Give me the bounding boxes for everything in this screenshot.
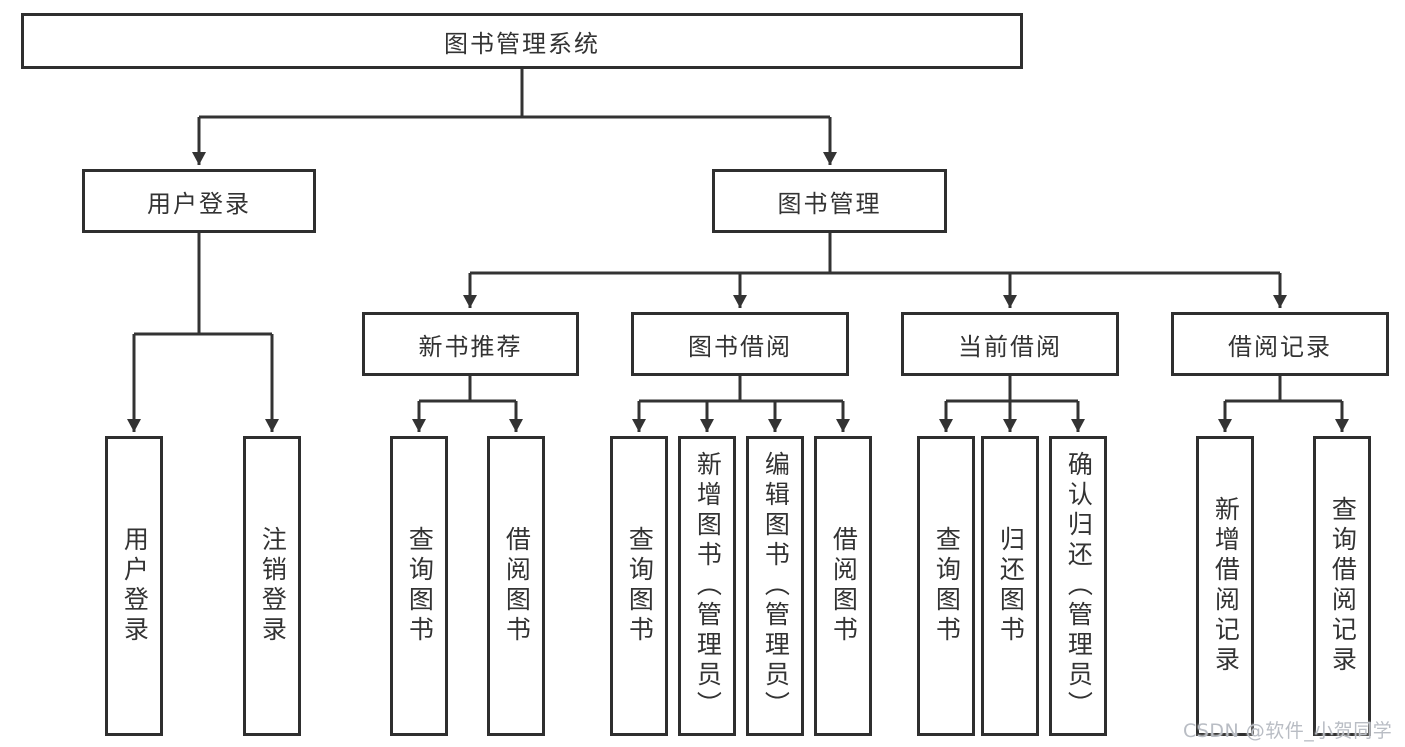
node-borrow-record: 借阅记录 (1171, 312, 1389, 376)
node-book-borrow-label: 图书借阅 (688, 332, 792, 361)
node-user-login: 用户登录 (82, 169, 316, 233)
leaf-borrow-book-label: 借阅图书 (829, 526, 859, 646)
leaf-return-book: 归还图书 (981, 436, 1039, 736)
node-new-book-recommend: 新书推荐 (362, 312, 579, 376)
node-new-book-recommend-label: 新书推荐 (418, 332, 523, 361)
leaf-add-book-admin-label: 新增图书（管理员） (693, 451, 723, 721)
leaf-return-book-label: 归还图书 (996, 526, 1026, 646)
leaf-query-book-newbook: 查询图书 (390, 436, 448, 736)
csdn-watermark: CSDN @软件_小贺同学 (1183, 720, 1393, 742)
leaf-query-book-current: 查询图书 (917, 436, 975, 736)
node-root-label: 图书管理系统 (444, 29, 600, 58)
node-book-management-label: 图书管理 (777, 189, 882, 218)
leaf-query-borrow-record-label: 查询借阅记录 (1328, 496, 1358, 676)
leaf-add-borrow-record: 新增借阅记录 (1196, 436, 1254, 736)
leaf-user-login: 用户登录 (105, 436, 163, 736)
leaf-query-book-newbook-label: 查询图书 (405, 526, 435, 646)
leaf-borrow-book-newbook: 借阅图书 (487, 436, 545, 736)
node-root-system: 图书管理系统 (21, 13, 1023, 69)
leaf-query-book-borrow: 查询图书 (610, 436, 668, 736)
node-current-borrow: 当前借阅 (901, 312, 1119, 376)
leaf-user-login-label: 用户登录 (120, 526, 150, 646)
node-current-borrow-label: 当前借阅 (958, 332, 1062, 361)
leaf-borrow-book: 借阅图书 (814, 436, 872, 736)
leaf-logout-login: 注销登录 (243, 436, 301, 736)
leaf-borrow-book-newbook-label: 借阅图书 (502, 526, 532, 646)
leaf-edit-book-admin-label: 编辑图书（管理员） (761, 451, 791, 721)
leaf-confirm-return-admin-label: 确认归还（管理员） (1064, 451, 1094, 721)
leaf-add-book-admin: 新增图书（管理员） (678, 436, 736, 736)
leaf-edit-book-admin: 编辑图书（管理员） (746, 436, 804, 736)
node-borrow-record-label: 借阅记录 (1228, 332, 1332, 361)
leaf-query-borrow-record: 查询借阅记录 (1313, 436, 1371, 736)
node-book-borrow: 图书借阅 (631, 312, 849, 376)
leaf-add-borrow-record-label: 新增借阅记录 (1211, 496, 1241, 676)
node-book-management: 图书管理 (712, 169, 947, 233)
leaf-logout-login-label: 注销登录 (258, 526, 288, 646)
node-user-login-label: 用户登录 (147, 189, 251, 218)
leaf-query-book-borrow-label: 查询图书 (625, 526, 655, 646)
leaf-query-book-current-label: 查询图书 (932, 526, 962, 646)
leaf-confirm-return-admin: 确认归还（管理员） (1049, 436, 1107, 736)
